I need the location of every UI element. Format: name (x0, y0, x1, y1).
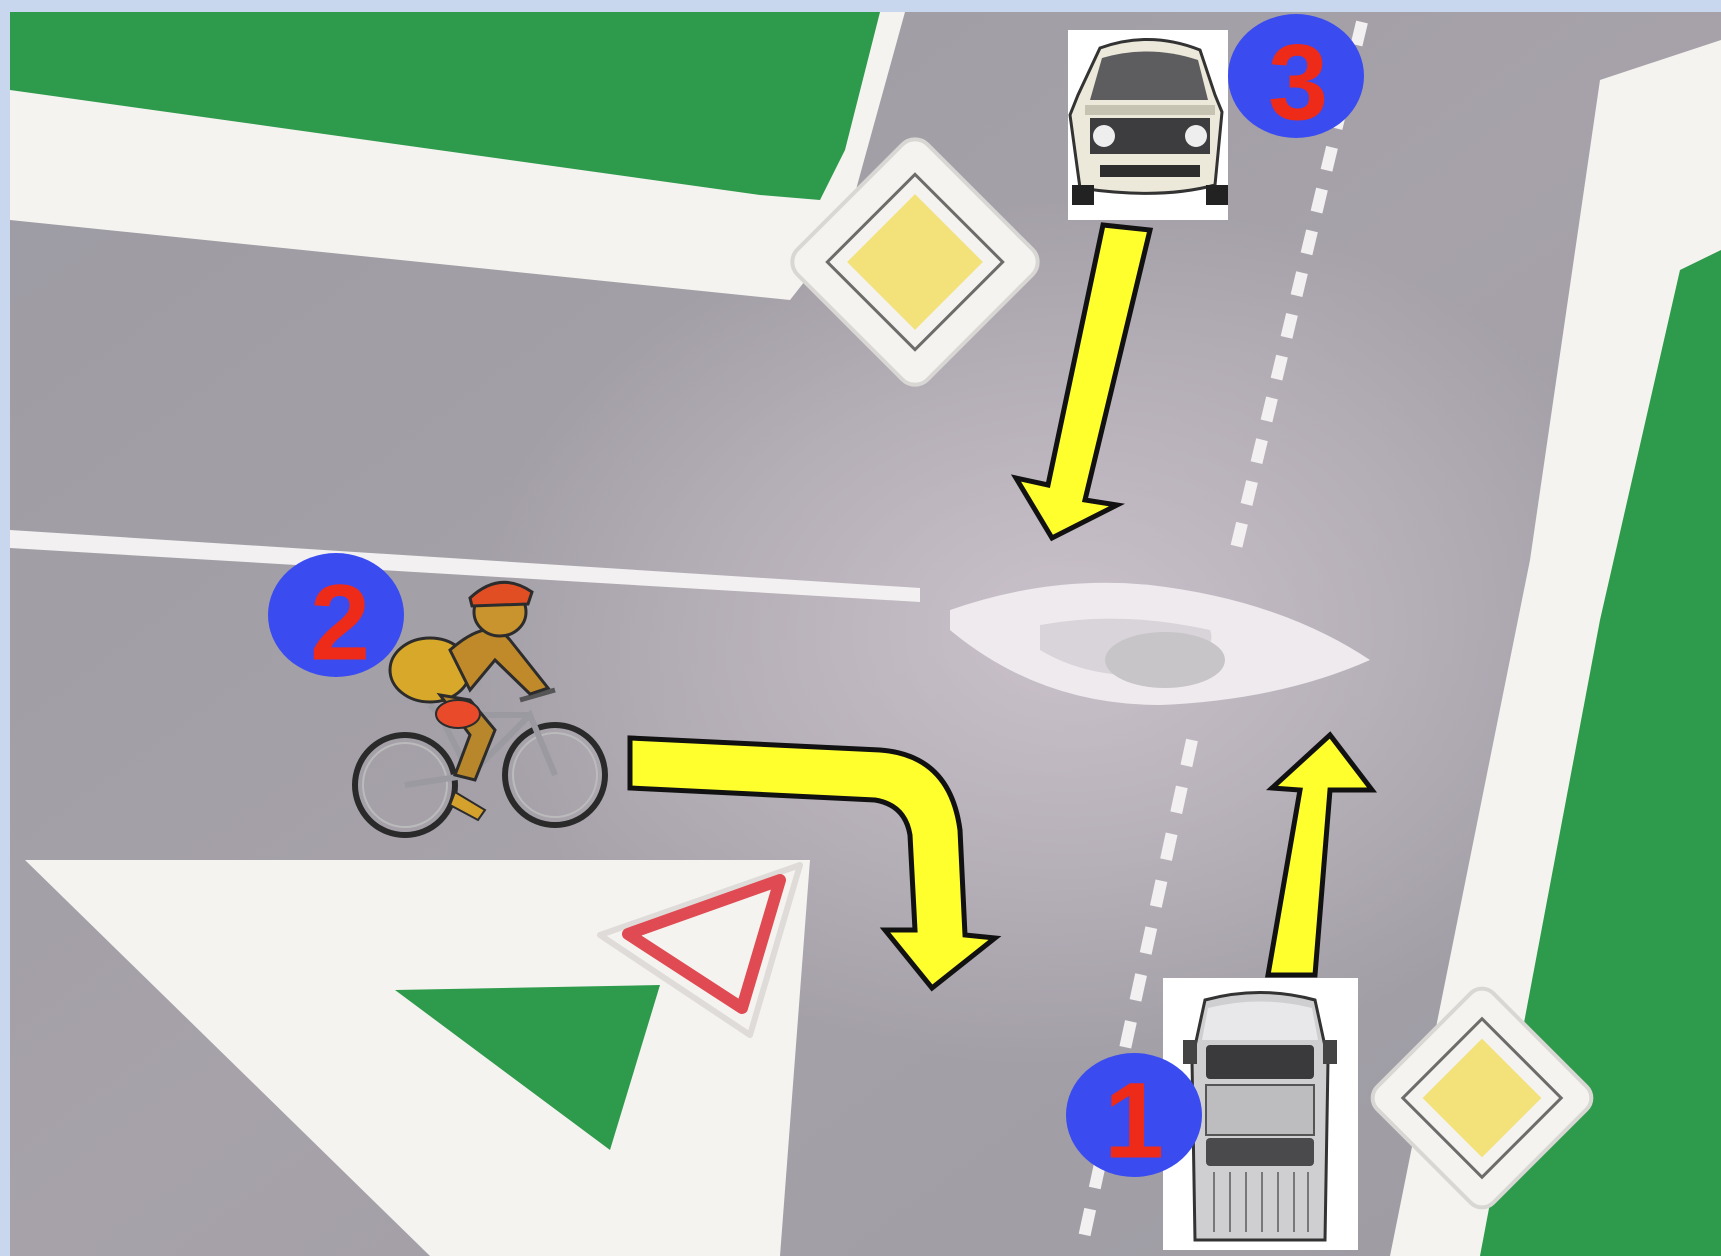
lane-dash (1237, 523, 1243, 546)
lane-dash (1277, 356, 1283, 379)
svg-text:1: 1 (1104, 1060, 1164, 1181)
lane-dash (1267, 398, 1273, 421)
lane-dash (1317, 189, 1323, 212)
lane-dash (1146, 928, 1152, 954)
lane-dash (1327, 147, 1333, 170)
lane-dash (1156, 881, 1162, 907)
lane-dash (1297, 273, 1303, 296)
car-icon (1068, 30, 1228, 220)
lane-dash (1135, 975, 1141, 1001)
lane-dash (1166, 834, 1172, 860)
lane-dash (1357, 22, 1363, 45)
svg-text:2: 2 (310, 562, 370, 683)
lane-dash (1247, 481, 1253, 504)
lane-dash (1125, 1021, 1131, 1047)
lane-dash (1186, 740, 1192, 766)
svg-text:3: 3 (1268, 22, 1328, 143)
lane-dash (1176, 787, 1182, 813)
lane-dash (1257, 440, 1263, 463)
lane-dash (1307, 231, 1313, 254)
lane-dash (1085, 1209, 1091, 1235)
lane-dash (1287, 314, 1293, 337)
